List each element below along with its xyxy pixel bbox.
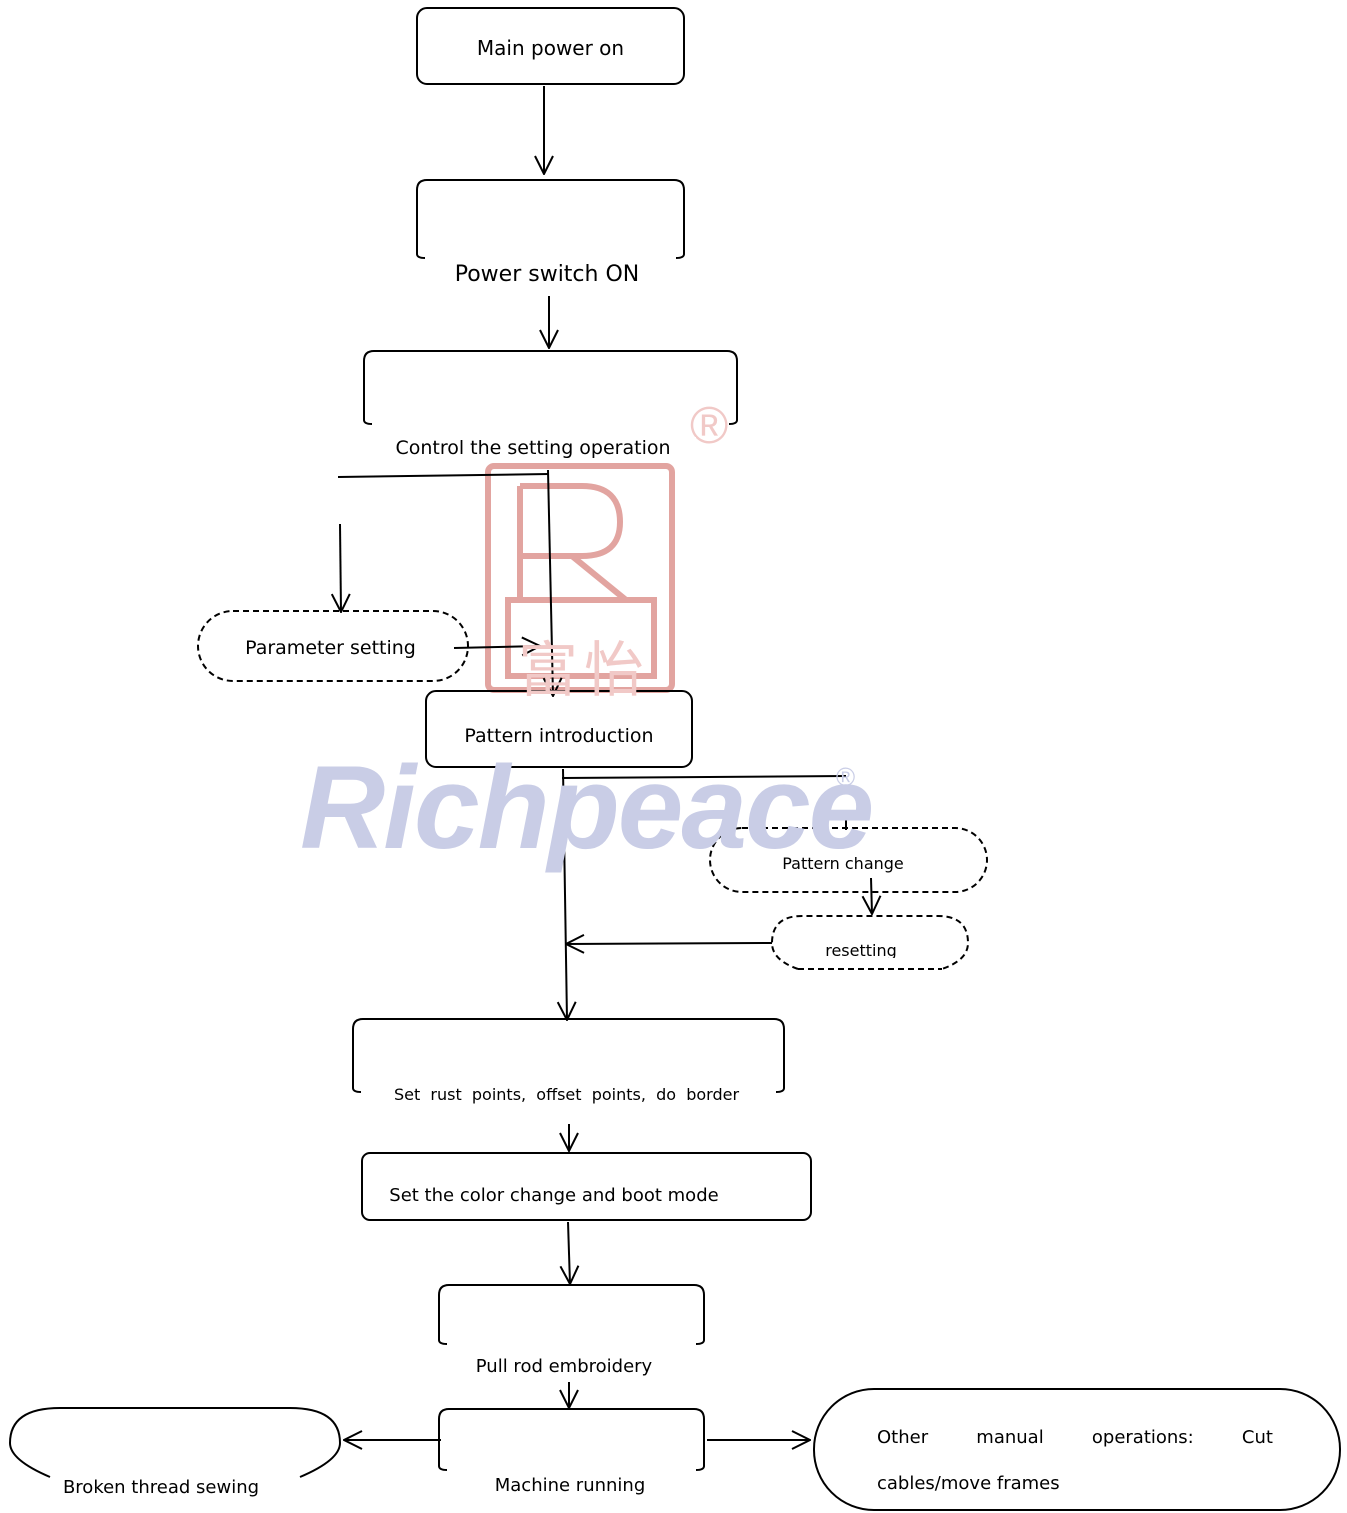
node-main-power-label: Main power on — [476, 36, 625, 60]
node-pull-rod-box — [438, 1284, 705, 1345]
other-manual-word: Cut — [1241, 1427, 1273, 1448]
edge-pattern-to-setpoints — [563, 768, 567, 1020]
edge-branch-horizontal — [337, 473, 550, 478]
node-color-change-label: Set the color change and boot mode — [389, 1185, 719, 1206]
watermark-brand-text: Richpeace — [300, 742, 874, 874]
node-set-points-label: Set rust points, offset points, do borde… — [393, 1085, 740, 1104]
watermark-registered-mark-red: ® — [690, 397, 729, 455]
node-resetting-box — [770, 915, 970, 970]
node-broken-thread-label: Broken thread sewing — [62, 1477, 260, 1498]
node-pattern-introduction-box — [425, 690, 693, 768]
edge-pattern-branch-horizontal — [561, 775, 847, 779]
node-color-change-box — [361, 1152, 812, 1221]
node-parameter-setting-label: Parameter setting — [245, 637, 416, 659]
watermark-chinese-text: 富怡 — [518, 636, 650, 706]
node-control-setting-label: Control the setting operation — [370, 437, 696, 459]
node-control-setting-box — [363, 350, 738, 425]
edge-to-parameter — [340, 523, 341, 612]
other-manual-word: operations: — [1091, 1427, 1194, 1448]
node-parameter-setting-box — [197, 610, 469, 682]
node-set-points-box — [352, 1018, 785, 1093]
other-manual-word: manual — [976, 1427, 1044, 1448]
node-power-switch-box — [416, 179, 685, 259]
node-pattern-change-box — [709, 827, 988, 893]
node-pull-rod-label: Pull rod embroidery — [475, 1356, 653, 1376]
node-pattern-introduction-label: Pattern introduction — [464, 725, 654, 747]
node-machine-running-box — [438, 1408, 705, 1471]
edge-parameter-to-pattern — [453, 646, 540, 648]
edge-resetting-to-main — [566, 943, 773, 944]
node-pattern-change-label: Pattern change — [782, 854, 904, 873]
node-machine-running-label: Machine running — [494, 1475, 646, 1495]
node-broken-thread-box — [8, 1407, 342, 1478]
edge-control-to-pattern — [548, 469, 553, 696]
edge-change-to-resetting — [871, 877, 872, 914]
node-power-switch-label: Power switch ON — [454, 262, 640, 287]
node-other-manual-label-line2: cables/move frames — [877, 1473, 1060, 1492]
node-resetting-label: resetting — [825, 941, 897, 958]
node-other-manual-label-line1: Other manual operations: Cut — [877, 1427, 1273, 1448]
watermark-registered-mark-blue: ® — [836, 762, 856, 792]
node-main-power-box — [416, 7, 685, 85]
node-other-manual-box — [813, 1388, 1341, 1511]
other-manual-word: Other — [877, 1427, 929, 1448]
edge-color-to-pullrod — [568, 1221, 570, 1284]
